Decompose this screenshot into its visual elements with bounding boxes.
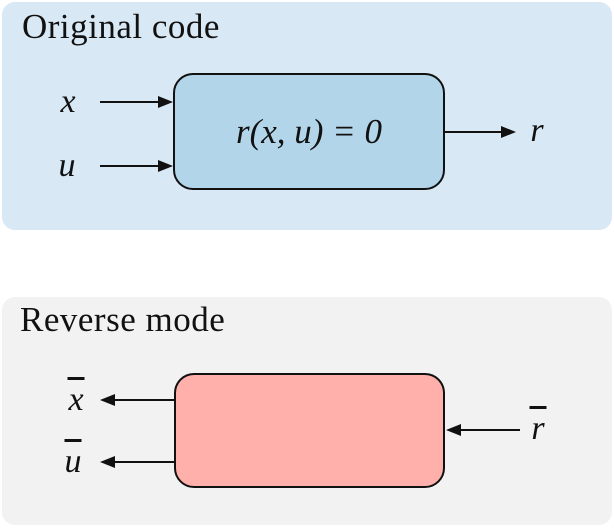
var-r-bar: r xyxy=(531,410,545,447)
arrow-box-to-u-bar xyxy=(100,454,174,470)
arrowhead-right-icon xyxy=(158,160,173,172)
arrowhead-left-icon xyxy=(100,456,115,468)
arrow-shaft xyxy=(112,399,174,401)
arrow-box-to-x-bar xyxy=(100,392,174,408)
var-x: x xyxy=(60,83,76,120)
arrow-shaft xyxy=(100,165,161,167)
output-label-r: r xyxy=(530,114,543,148)
arrowhead-right-icon xyxy=(158,96,173,108)
arrow-shaft xyxy=(445,131,504,133)
input-label-x: x xyxy=(60,85,75,119)
overline-bar xyxy=(529,406,547,409)
var-u: u xyxy=(58,147,76,184)
arrow-u-into-box xyxy=(100,158,173,174)
arrowhead-left-icon xyxy=(446,424,461,436)
arrow-shaft xyxy=(100,101,161,103)
arrow-x-into-box xyxy=(100,94,173,110)
output-label-u-bar: u xyxy=(64,439,82,480)
var-r: r xyxy=(530,112,544,149)
overline-bar xyxy=(67,377,85,380)
panel-reverse-mode: Reverse mode x u r xyxy=(2,297,612,525)
overline-bar xyxy=(64,439,82,442)
residual-equation: r(x, u) = 0 xyxy=(235,111,383,151)
input-label-r-bar: r xyxy=(529,406,547,447)
panel-original-code: Original code x u r(x, u) = 0 xyxy=(2,2,612,230)
output-label-x-bar: x xyxy=(67,377,85,418)
reverse-function-box xyxy=(174,373,445,488)
arrowhead-left-icon xyxy=(100,394,115,406)
input-label-u: u xyxy=(59,149,76,183)
arrow-r-bar-into-box xyxy=(446,422,520,438)
original-function-box: r(x, u) = 0 xyxy=(173,73,445,190)
arrow-shaft xyxy=(112,461,174,463)
panel-reverse-title: Reverse mode xyxy=(20,300,226,339)
arrow-shaft xyxy=(458,429,520,431)
arrowhead-right-icon xyxy=(501,126,516,138)
panel-original-title: Original code xyxy=(22,7,220,46)
var-u-bar: u xyxy=(64,443,82,480)
arrow-box-to-r xyxy=(445,124,516,140)
var-x-bar: x xyxy=(68,381,84,418)
